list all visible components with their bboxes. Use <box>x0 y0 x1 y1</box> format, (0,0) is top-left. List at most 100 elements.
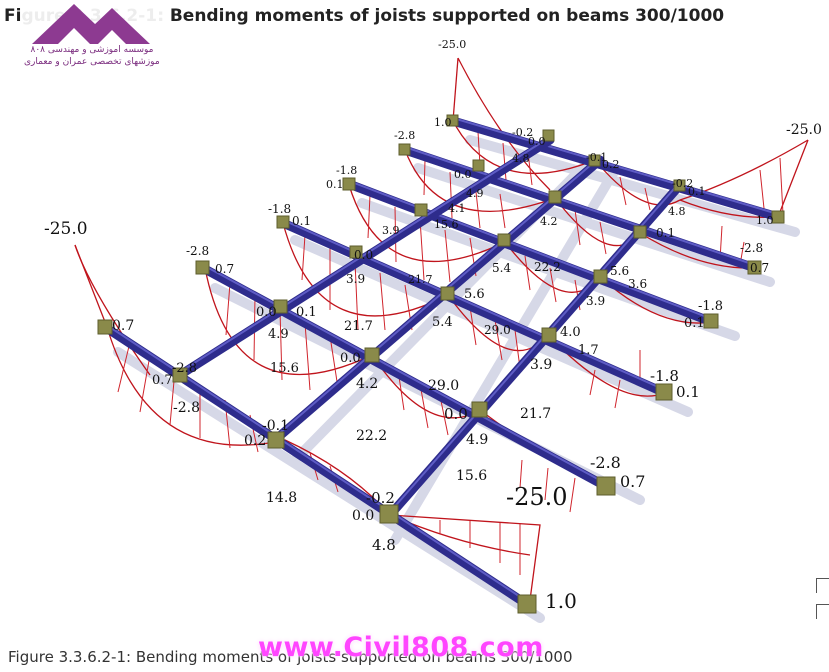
label: 1.0 <box>545 589 577 613</box>
support-beam-highlights <box>179 136 681 513</box>
label: 4.0 <box>560 325 581 340</box>
label: 21.7 <box>520 406 551 422</box>
label: -25.0 <box>438 38 466 51</box>
label: 4.8 <box>512 152 530 165</box>
label: 1.0 <box>756 214 774 227</box>
label: 0.0 <box>340 351 361 366</box>
logo-text-primary: موسسه آموزشی و مهندسی ۸۰۸ <box>30 45 154 55</box>
node-icon <box>541 327 557 343</box>
label: 0.0 <box>354 248 373 262</box>
label: 5.4 <box>492 261 511 275</box>
expand-icon[interactable] <box>816 578 829 593</box>
label: -1.8 <box>336 164 357 177</box>
label: 22.2 <box>534 260 561 274</box>
node-icon <box>593 269 608 284</box>
node-icon <box>542 129 555 142</box>
label: 3.6 <box>628 277 647 291</box>
label: -1.8 <box>650 367 679 385</box>
label: 4.8 <box>668 205 686 218</box>
label: 4.2 <box>540 215 558 228</box>
label: -25.0 <box>44 219 88 239</box>
node-icon <box>588 154 601 167</box>
logo-text-secondary: آموزشهای تخصصی عمران و معماری <box>24 57 160 67</box>
node-icon <box>472 159 485 172</box>
label: -2.8 <box>740 241 763 255</box>
label: 1.7 <box>578 343 599 358</box>
node-icon <box>195 260 210 275</box>
brand-logo: موسسه آموزشی و مهندسی ۸۰۸ آموزشهای تخصصی… <box>22 0 162 72</box>
node-icon <box>440 286 455 301</box>
label: 15.6 <box>270 361 299 376</box>
label: 21.7 <box>408 273 433 286</box>
joist-highlights <box>104 117 779 603</box>
label: 0.1 <box>292 214 311 228</box>
joist-2 <box>198 263 612 492</box>
label: 0.1 <box>656 226 675 240</box>
joist-3 <box>278 218 670 398</box>
label: -0.1 <box>262 418 289 434</box>
label: 0.0 <box>352 508 374 524</box>
moment-labels: -25.0 0.7 -2.8 0.7 -2.8 -25.0 1.0 -0.2 0… <box>44 38 822 613</box>
label: 29.0 <box>484 323 511 337</box>
node-icon <box>771 210 785 224</box>
label: 0.7 <box>215 262 234 276</box>
label: 21.7 <box>344 319 373 334</box>
node-icon <box>596 476 616 496</box>
label: -2.8 <box>173 400 200 416</box>
node-icon <box>273 299 288 314</box>
node-icon <box>379 504 399 524</box>
node-icon <box>267 431 285 449</box>
support-beam-front <box>385 180 685 520</box>
label: -2.8 <box>172 361 197 376</box>
node-icon <box>633 225 647 239</box>
label: -2.8 <box>186 244 209 258</box>
watermark-text: www.Civil808.com <box>258 632 544 663</box>
node-icon <box>517 594 537 614</box>
label: -1.8 <box>268 202 291 216</box>
node-icon <box>471 401 488 418</box>
label: 0.1 <box>296 305 317 320</box>
label: 29.0 <box>428 378 459 394</box>
joist-1 <box>100 322 533 610</box>
label: 3.9 <box>586 294 605 308</box>
label: 4.9 <box>268 327 289 342</box>
node-icon <box>414 203 428 217</box>
label: 0.0 <box>454 168 472 181</box>
joist-moment-diagram: -25.0 0.7 -2.8 0.7 -2.8 -25.0 1.0 -0.2 0… <box>44 38 822 623</box>
support-beam-middle <box>270 155 605 445</box>
label: 4.1 <box>448 202 466 215</box>
label: 0.1 <box>676 383 700 401</box>
joist-5 <box>400 145 760 273</box>
label: -0.2 <box>366 489 395 507</box>
label: 14.8 <box>266 490 297 506</box>
label: 0.1 <box>326 178 344 191</box>
label: -25.0 <box>506 483 568 511</box>
label: 3.9 <box>346 272 365 286</box>
label: 1.0 <box>434 116 452 129</box>
label: 0.7 <box>620 472 645 491</box>
support-beams <box>175 135 685 520</box>
label: 5.6 <box>610 264 629 278</box>
label: 5.6 <box>464 287 485 302</box>
node-icon <box>655 383 673 401</box>
node-icon <box>398 143 411 156</box>
node-icon <box>349 245 363 259</box>
node-icon <box>172 367 188 383</box>
label: 0.1 <box>688 185 706 198</box>
node-icon <box>673 179 686 192</box>
label: 4.9 <box>466 432 488 448</box>
label: -0.2 <box>512 126 533 139</box>
label: -25.0 <box>786 122 822 138</box>
label: 0.0 <box>444 405 468 423</box>
node-icon <box>703 313 719 329</box>
label: -0.1 <box>586 151 607 164</box>
label: 0.0 <box>256 305 277 320</box>
label: 22.2 <box>356 428 387 444</box>
label: 4.9 <box>466 187 484 200</box>
collapse-icon[interactable] <box>816 604 829 619</box>
label: 0.7 <box>750 261 769 275</box>
node-icon <box>497 233 511 247</box>
label: 4.8 <box>372 536 396 554</box>
label: 3.9 <box>530 357 552 373</box>
label: 3.9 <box>382 224 400 237</box>
